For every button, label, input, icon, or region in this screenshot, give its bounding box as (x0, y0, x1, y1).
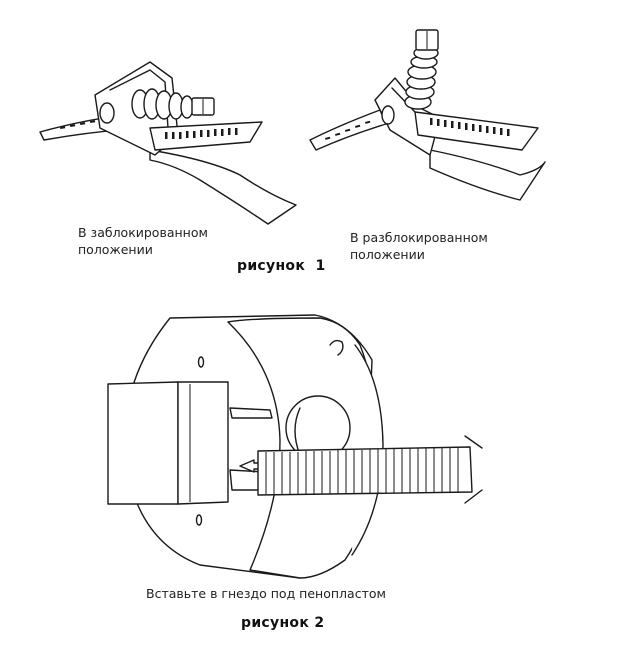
locked-label-line1: В заблокированном (78, 225, 208, 240)
locked-clamp-drawing (39, 61, 297, 225)
figure1-caption: рисунок 1 (237, 258, 326, 274)
socket-block-drawing (107, 314, 483, 579)
unlocked-clamp-drawing (309, 29, 546, 201)
locked-label-line2: положении (78, 242, 153, 257)
unlocked-label-line1: В разблокированном (350, 230, 488, 245)
figure2-caption: рисунок 2 (241, 615, 325, 631)
unlocked-label-line2: положении (350, 247, 425, 262)
insert-instruction: Вставьте в гнездо под пенопластом (146, 586, 386, 601)
locked-label: В заблокированном положении (78, 224, 208, 258)
unlocked-label: В разблокированном положении (350, 229, 488, 263)
